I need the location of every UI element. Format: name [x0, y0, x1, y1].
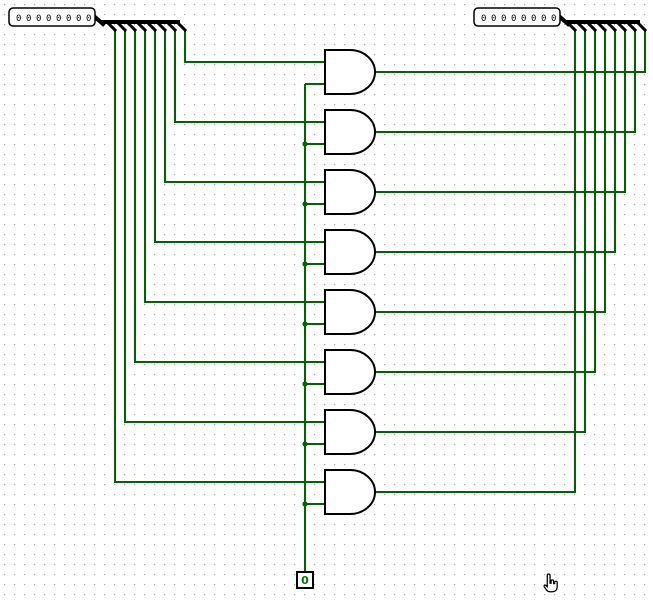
- junction-dot: [302, 441, 308, 447]
- splitter-leg: [124, 19, 138, 33]
- splitter-leg: [114, 19, 128, 33]
- and-gate-body: [324, 49, 376, 95]
- pin-bit[interactable]: 0: [531, 14, 536, 24]
- wire-gate2-input-a[interactable]: [174, 30, 325, 123]
- splitter-leg: [574, 19, 588, 33]
- pin-body: [473, 7, 561, 27]
- pin-bit[interactable]: 0: [66, 14, 71, 24]
- splitter-leg: [634, 19, 648, 33]
- pin-body: [8, 7, 96, 27]
- wire-gate2-output[interactable]: [375, 30, 636, 133]
- wire-gate1-input-a[interactable]: [184, 30, 325, 63]
- hand-cursor: [543, 573, 558, 593]
- pin-value: 0: [301, 574, 309, 587]
- pin-bit[interactable]: 0: [26, 14, 31, 24]
- and-gate-body: [324, 229, 376, 275]
- junction-dot: [302, 381, 308, 387]
- pin-bit[interactable]: 0: [491, 14, 496, 24]
- and-gate-body: [324, 469, 376, 515]
- wire-gate3-output[interactable]: [375, 30, 626, 193]
- pin-bit[interactable]: 0: [521, 14, 526, 24]
- splitter-leg: [154, 19, 168, 33]
- junction-dot: [302, 501, 308, 507]
- wire-gate8-output[interactable]: [375, 30, 576, 493]
- wire-gate5-output[interactable]: [375, 30, 606, 313]
- junction-dot: [302, 321, 308, 327]
- wire-gate6-input-a[interactable]: [134, 30, 325, 363]
- and-gate-body: [324, 409, 376, 455]
- wire-gate4-input-a[interactable]: [154, 30, 325, 243]
- and-gate-3[interactable]: [324, 169, 376, 215]
- splitter-right[interactable]: [557, 14, 648, 33]
- pin-bit[interactable]: 0: [551, 14, 556, 24]
- splitter-leg: [594, 19, 608, 33]
- splitter-leg: [624, 19, 638, 33]
- splitter-leg: [164, 19, 178, 33]
- wire-gate3-input-a[interactable]: [164, 30, 325, 183]
- wire-gate5-input-a[interactable]: [144, 30, 325, 303]
- splitter-leg: [174, 19, 188, 33]
- splitter-leg: [144, 19, 158, 33]
- wires: [114, 30, 646, 572]
- splitter-leg: [104, 19, 118, 33]
- junction-dot: [302, 201, 308, 207]
- splitter-leg: [134, 19, 148, 33]
- input-pin-1bit[interactable]: 0: [296, 571, 314, 589]
- wire-gate7-output[interactable]: [375, 30, 586, 433]
- and-gate-body: [324, 289, 376, 335]
- and-gate-4[interactable]: [324, 229, 376, 275]
- pin-body: [296, 571, 314, 589]
- pin-bit[interactable]: 0: [76, 14, 81, 24]
- pin-bit[interactable]: 0: [86, 14, 91, 24]
- junction-dot: [302, 261, 308, 267]
- wire-gate6-output[interactable]: [375, 30, 596, 373]
- pin-bit[interactable]: 0: [511, 14, 516, 24]
- and-gate-body: [324, 169, 376, 215]
- wire-gate8-input-a[interactable]: [114, 30, 325, 483]
- and-gate-8[interactable]: [324, 469, 376, 515]
- wire-gate1-output[interactable]: [375, 30, 646, 73]
- and-gate-7[interactable]: [324, 409, 376, 455]
- and-gate-5[interactable]: [324, 289, 376, 335]
- hand-cursor-glyph: [543, 573, 558, 593]
- wire-gate7-input-a[interactable]: [124, 30, 325, 423]
- pin-bit[interactable]: 0: [46, 14, 51, 24]
- splitter-left[interactable]: [92, 14, 188, 33]
- splitter-leg: [614, 19, 628, 33]
- and-gate-6[interactable]: [324, 349, 376, 395]
- pin-bit[interactable]: 0: [56, 14, 61, 24]
- and-gate-body: [324, 109, 376, 155]
- pin-bit[interactable]: 0: [36, 14, 41, 24]
- and-gate-body: [324, 349, 376, 395]
- pin-bit[interactable]: 0: [541, 14, 546, 24]
- gates: [324, 49, 376, 515]
- pin-bit[interactable]: 0: [501, 14, 506, 24]
- junction-dot: [302, 141, 308, 147]
- wire-gate4-output[interactable]: [375, 30, 616, 253]
- and-gate-2[interactable]: [324, 109, 376, 155]
- and-gate-1[interactable]: [324, 49, 376, 95]
- pin-bit[interactable]: 0: [481, 14, 486, 24]
- pin-bit[interactable]: 0: [16, 14, 21, 24]
- splitter-leg: [584, 19, 598, 33]
- splitter-leg: [564, 19, 578, 33]
- splitter-leg: [604, 19, 618, 33]
